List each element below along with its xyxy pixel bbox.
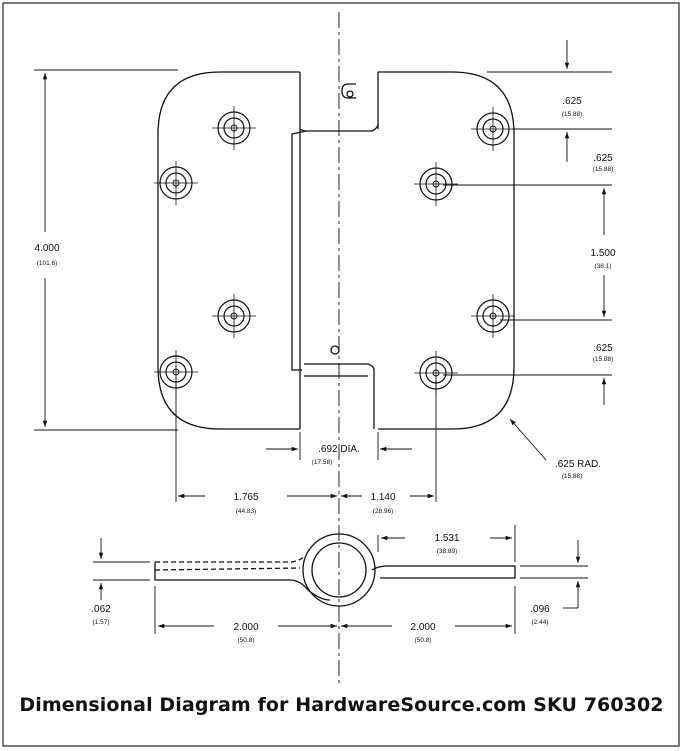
right-leaf-width-mm: (50.8) — [415, 637, 432, 644]
pin-diameter-mm: (17.58) — [312, 459, 333, 466]
bottom-offset-mm: (15.88) — [593, 356, 614, 363]
hole-spacing-label: 1.500 — [590, 248, 615, 259]
right-thickness-mm: (2.44) — [532, 619, 549, 626]
screw-hole — [471, 107, 515, 151]
hole-spacing-mm: (38.1) — [595, 263, 612, 270]
hinge-plan-view — [157, 12, 515, 685]
pin-to-right-hole-label: 1.140 — [370, 492, 395, 503]
knuckle-to-end-label: 1.531 — [434, 533, 459, 544]
dimension-labels: 4.000 (101.6) .625 (15.88) .625 (15.88) … — [34, 96, 615, 644]
overall-height-mm: (101.6) — [37, 260, 58, 267]
corner-radius-mm: (15.88) — [562, 473, 583, 480]
hinge-edge-view — [154, 533, 516, 607]
left-hole-to-pin-label: 1.765 — [233, 492, 258, 503]
hole-offset-mm: (15.88) — [593, 166, 614, 173]
leaf-thickness-label: .062 — [91, 604, 111, 615]
right-thickness-label: .096 — [530, 604, 550, 615]
top-offset-label: .625 — [562, 96, 582, 107]
screw-hole — [471, 294, 515, 338]
leaf-thickness-mm: (1.57) — [93, 619, 110, 626]
plan-dimension-lines — [34, 40, 612, 502]
pin-to-right-hole-mm: (28.96) — [373, 508, 394, 515]
right-leaf-width-label: 2.000 — [410, 622, 435, 633]
top-offset-mm: (15.88) — [562, 111, 583, 118]
hole-offset-label: .625 — [593, 153, 613, 164]
right-leaf-outline — [378, 71, 515, 430]
left-leaf-outline — [157, 71, 300, 430]
diagram-caption: Dimensional Diagram for HardwareSource.c… — [19, 694, 664, 716]
bottom-offset-label: .625 — [593, 343, 613, 354]
left-hole-to-pin-mm: (44.83) — [236, 508, 257, 515]
pin-diameter-label: .692 DIA. — [318, 444, 360, 455]
knuckle-to-end-mm: (38.89) — [437, 548, 458, 555]
screw-hole — [414, 162, 458, 206]
edge-dimension-lines — [93, 525, 588, 634]
screw-hole — [212, 294, 256, 338]
overall-height-label: 4.000 — [34, 243, 59, 254]
screw-holes — [154, 106, 515, 395]
corner-radius-label: .625 RAD. — [555, 459, 601, 470]
left-leaf-width-label: 2.000 — [233, 622, 258, 633]
left-leaf-width-mm: (50.8) — [238, 637, 255, 644]
screw-hole — [212, 106, 256, 150]
screw-hole — [154, 161, 198, 205]
